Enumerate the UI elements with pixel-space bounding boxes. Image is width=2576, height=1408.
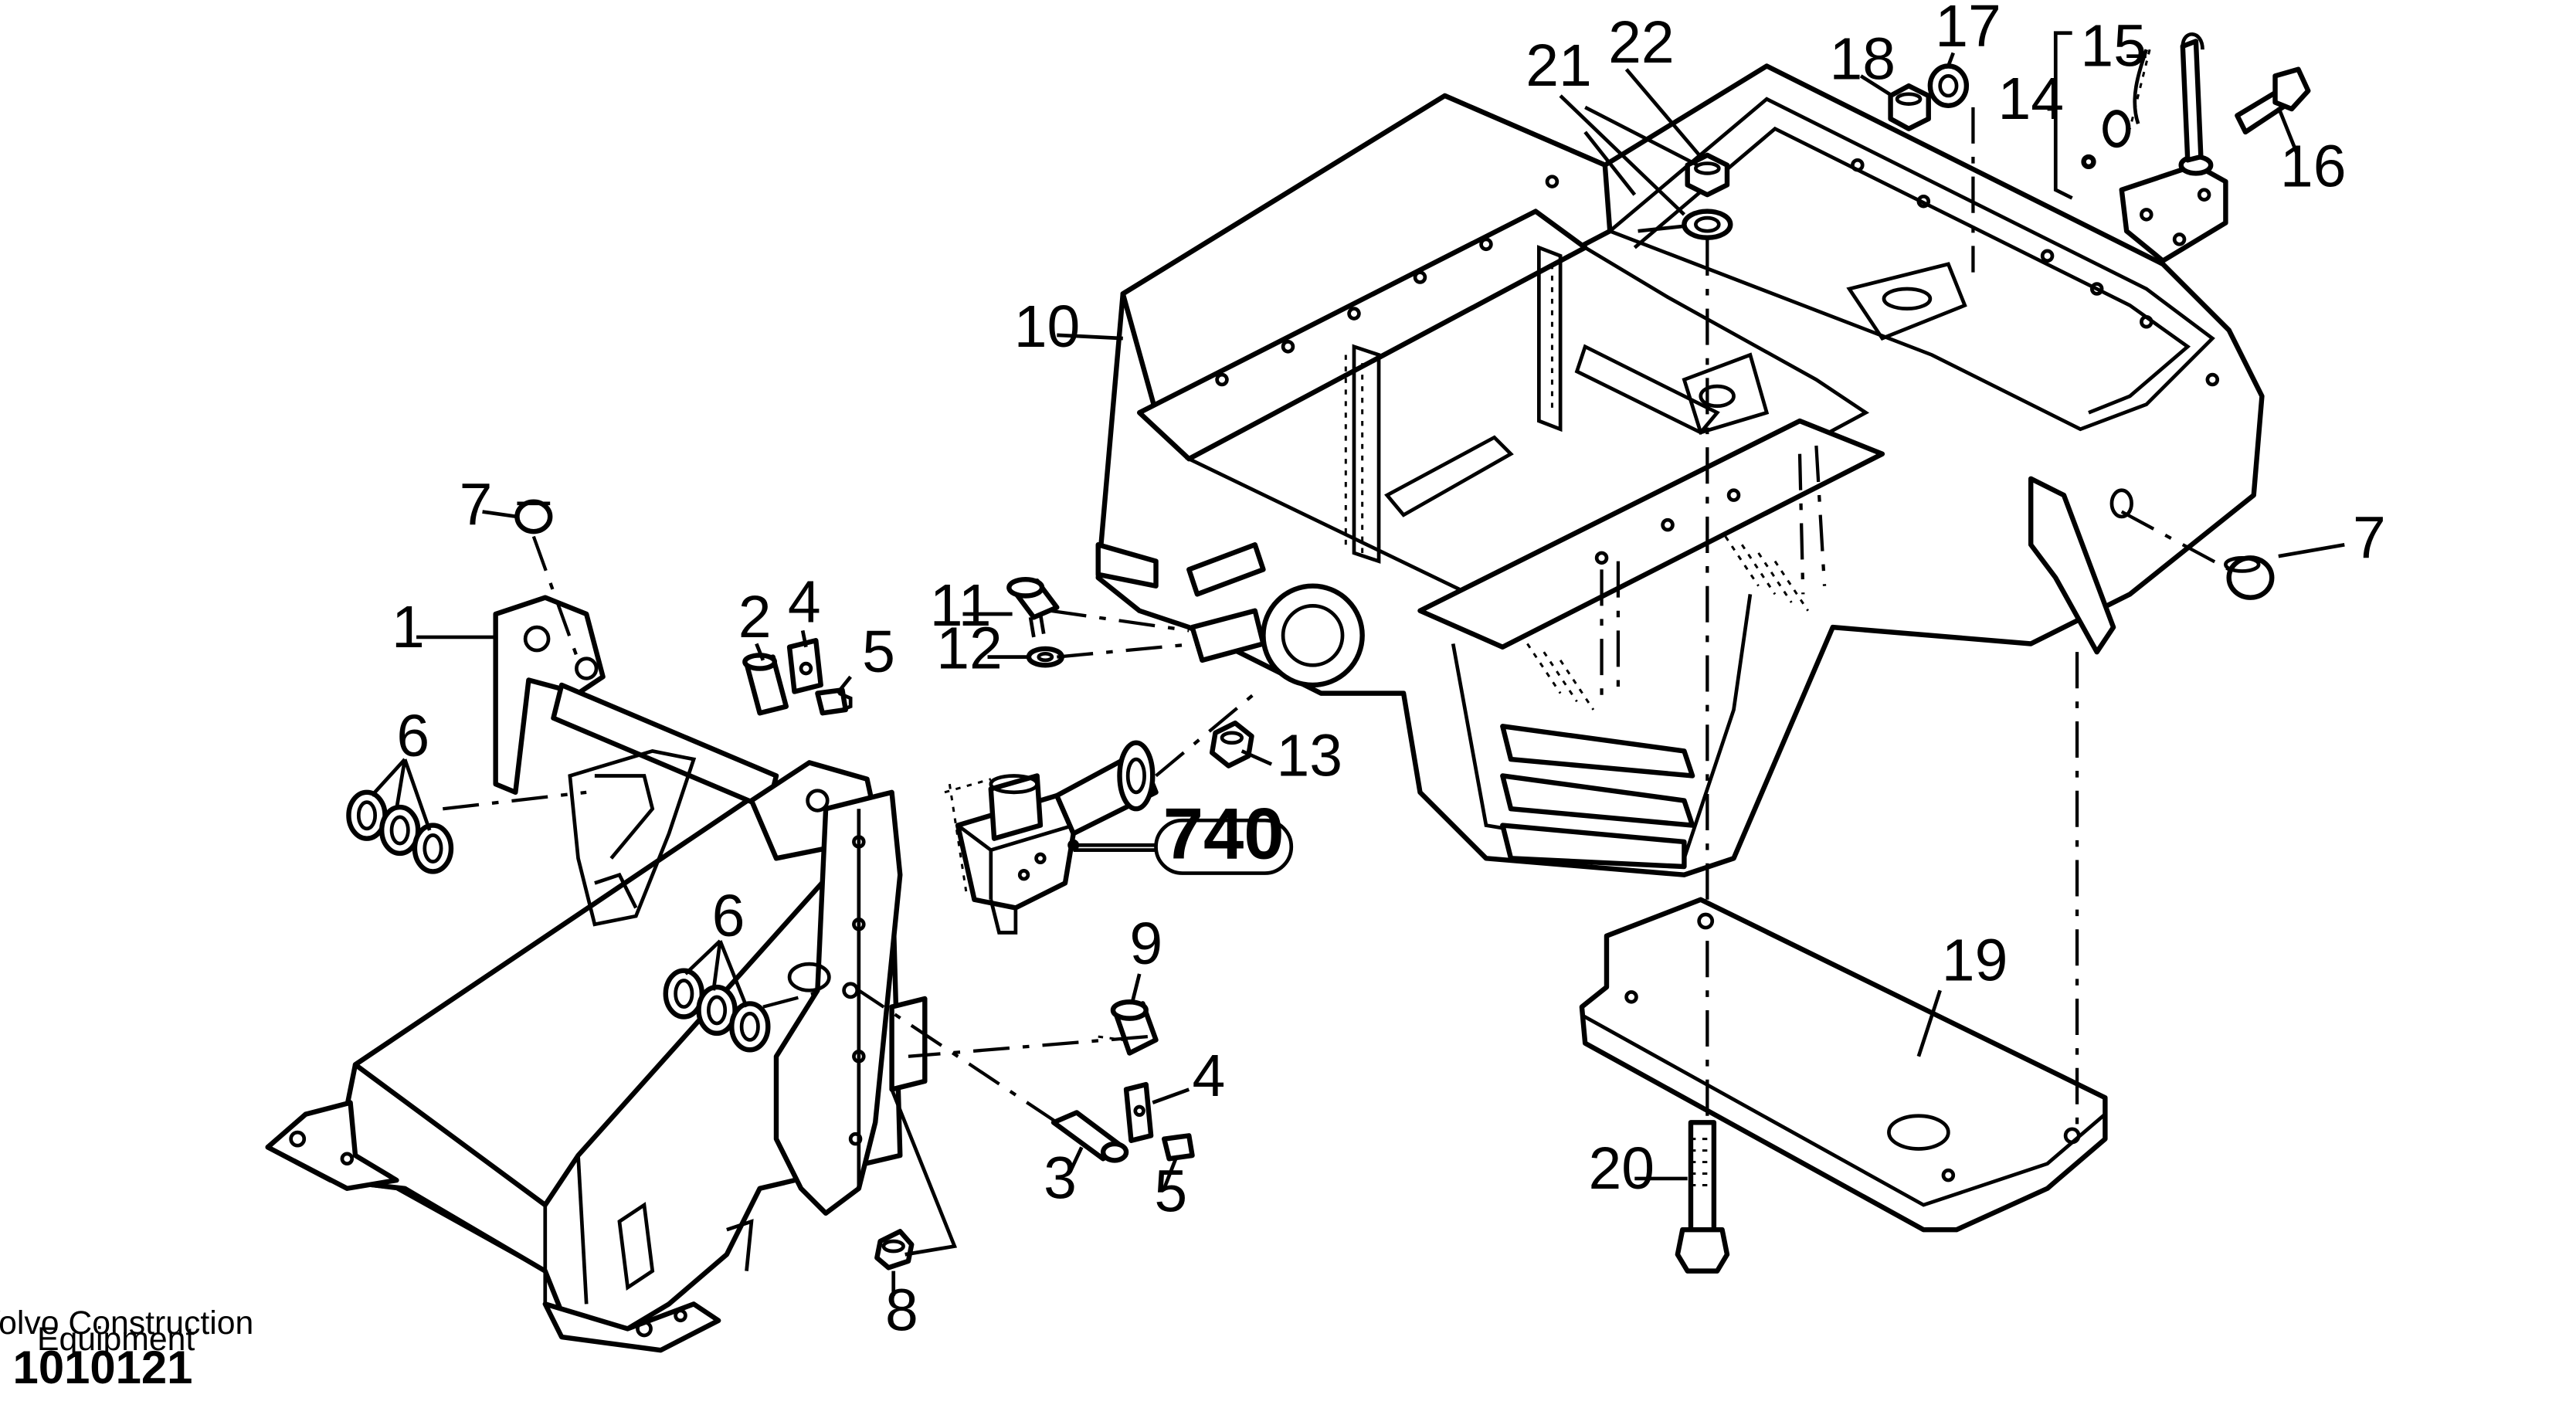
callout-20: 20 bbox=[1588, 1135, 1655, 1202]
callout-5-top: 5 bbox=[862, 619, 895, 685]
locking-device-part-14 bbox=[2081, 110, 2228, 263]
reference-badge-740: 740 bbox=[1067, 792, 1294, 875]
callout-6-lower: 6 bbox=[712, 883, 745, 949]
nut-part-8 bbox=[874, 1229, 915, 1271]
callout-22: 22 bbox=[1608, 9, 1675, 76]
rear-frame-part-10 bbox=[1095, 63, 2265, 877]
callout-14: 14 bbox=[1997, 66, 2064, 132]
assembly-center-lines bbox=[443, 107, 2230, 1136]
washer-set-part-6-lower bbox=[663, 968, 771, 1053]
callout-labels: 7 1 2 4 5 6 6 7 11 12 13 9 4 3 5 8 10 19… bbox=[392, 0, 2386, 1344]
callout-4-bottom: 4 bbox=[1193, 1043, 1226, 1109]
callout-13: 13 bbox=[1277, 722, 1343, 789]
frame-mount-holes bbox=[1215, 158, 2220, 565]
callout-21: 21 bbox=[1526, 32, 1592, 99]
callout-3: 3 bbox=[1044, 1145, 1077, 1212]
drawing-number: 1010121 bbox=[13, 1342, 193, 1393]
callout-11: 11 bbox=[930, 572, 992, 639]
callout-7-right: 7 bbox=[2353, 504, 2386, 571]
callout-4-top: 4 bbox=[788, 569, 821, 636]
brand-line-2: Equipment bbox=[37, 1321, 195, 1358]
callout-17: 17 bbox=[1935, 0, 2001, 59]
nut-part-18 bbox=[1888, 83, 1931, 131]
plug-part-7-right bbox=[2224, 555, 2275, 600]
brand-line-1: Volvo Construction bbox=[0, 1305, 253, 1342]
bolt-part-20 bbox=[1675, 1120, 1730, 1274]
bolt-part-16 bbox=[2235, 66, 2311, 135]
leader-lines bbox=[370, 31, 2345, 1296]
bottom-plate-part-19 bbox=[1579, 897, 2108, 1233]
callout-12: 12 bbox=[936, 616, 1003, 682]
washer-part-21 bbox=[1682, 209, 1733, 240]
rubber-stop-part-9 bbox=[1098, 999, 1159, 1056]
screw-part-5-bottom bbox=[1162, 1133, 1195, 1162]
washer-part-17 bbox=[1927, 63, 1970, 108]
callout-9: 9 bbox=[1129, 911, 1162, 977]
callout-6-upper: 6 bbox=[396, 703, 429, 769]
pin-part-3 bbox=[1050, 1110, 1129, 1163]
callout-15: 15 bbox=[2080, 12, 2147, 79]
callout-19: 19 bbox=[1942, 927, 2008, 993]
washer-set-part-6-upper bbox=[346, 789, 454, 874]
screw-part-5-top bbox=[815, 687, 853, 716]
lock-plate-part-4-bottom bbox=[1123, 1081, 1154, 1143]
washer-part-12 bbox=[1026, 646, 1064, 668]
nut-part-13 bbox=[1209, 720, 1254, 768]
plug-part-7-top bbox=[514, 499, 553, 534]
callout-1: 1 bbox=[392, 594, 425, 660]
callout-8: 8 bbox=[885, 1277, 918, 1344]
callout-5-bottom: 5 bbox=[1154, 1159, 1187, 1225]
callout-18: 18 bbox=[1829, 26, 1896, 93]
lock-plate-part-4-top bbox=[786, 638, 823, 694]
pin-part-2 bbox=[742, 653, 789, 716]
reference-label: 740 bbox=[1163, 792, 1285, 874]
rubber-buffer-part-11 bbox=[1006, 576, 1060, 638]
callout-10: 10 bbox=[1014, 293, 1081, 360]
hydraulic-valve-assembly bbox=[944, 740, 1159, 935]
front-frame-part-1 bbox=[265, 595, 928, 1353]
callout-16: 16 bbox=[2280, 133, 2347, 199]
footer: Volvo Construction Equipment 1010121 bbox=[0, 1305, 253, 1393]
callout-7-top: 7 bbox=[460, 472, 493, 538]
callout-2: 2 bbox=[738, 584, 772, 650]
